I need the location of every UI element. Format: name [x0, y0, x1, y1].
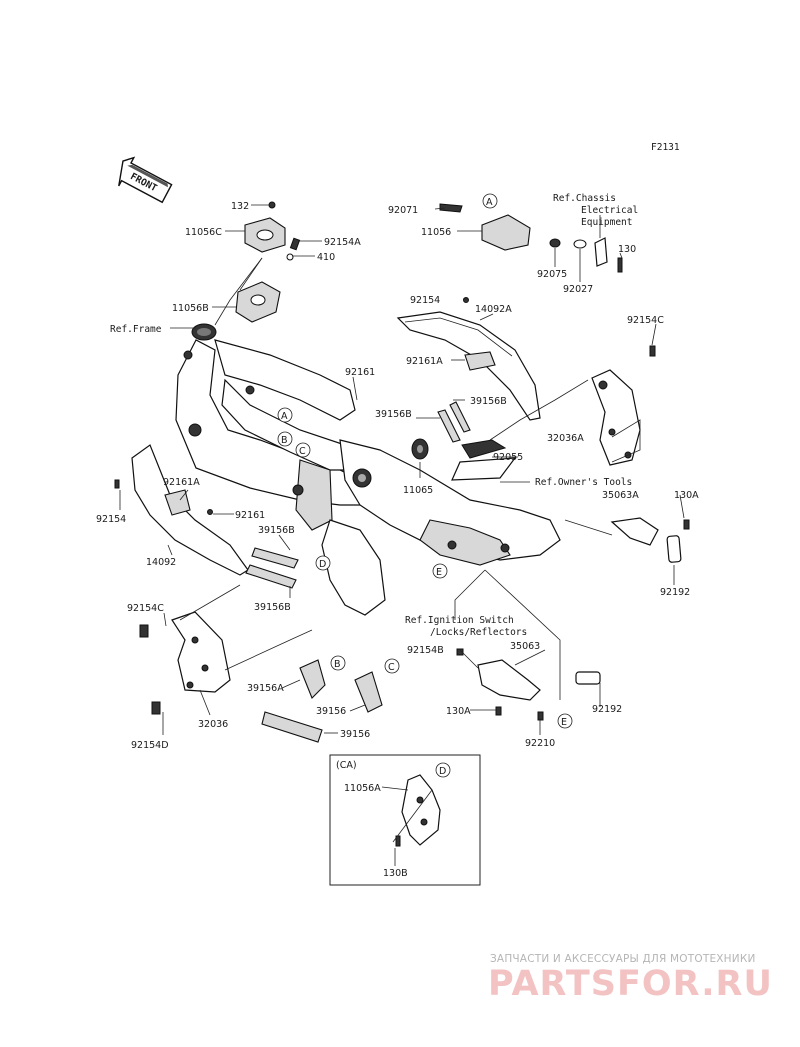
label-130b: 130B — [383, 868, 408, 879]
label-92161a-left: 92161A — [163, 477, 200, 488]
svg-text:B: B — [334, 659, 341, 670]
label-92192-right: 92192 — [660, 587, 690, 598]
figure-code: F2131 — [651, 142, 680, 153]
label-11056b: 11056B — [172, 303, 209, 314]
strips-39156b-left — [245, 547, 299, 589]
label-11065: 11065 — [403, 485, 433, 496]
callout-a-top: A — [482, 193, 498, 209]
callout-e-frame: E — [432, 563, 448, 579]
label-92154-top: 92154 — [410, 295, 440, 306]
label-130a-bottom: 130A — [446, 706, 471, 717]
label-32036a: 32036A — [547, 433, 584, 444]
callout-c-frame: C — [295, 442, 311, 458]
label-132: 132 — [231, 201, 249, 212]
footrest-35063a — [610, 517, 690, 563]
watermark-logo: PARTSFOR.RU — [488, 964, 773, 1004]
label-39156a: 39156A — [247, 683, 284, 694]
bracket-11056 — [439, 203, 623, 273]
label-ref-frame: Ref.Frame — [110, 324, 162, 335]
label-11056a: 11056A — [344, 783, 381, 794]
label-130: 130 — [618, 244, 636, 255]
label-92210: 92210 — [525, 738, 555, 749]
callout-e-footrest: E — [557, 713, 573, 729]
callout-d-frame: D — [315, 555, 331, 571]
label-11056c: 11056C — [185, 227, 222, 238]
front-arrow-icon: FRONT — [118, 156, 173, 204]
main-frame — [175, 323, 561, 616]
label-35063: 35063 — [510, 641, 540, 652]
label-14092a: 14092A — [475, 304, 512, 315]
label-92154-left: 92154 — [96, 514, 126, 525]
svg-text:D: D — [319, 559, 326, 570]
label-92055: 92055 — [493, 452, 523, 463]
label-35063a: 35063A — [602, 490, 639, 501]
bracket-32036 — [139, 611, 231, 715]
callout-b-frame: B — [277, 431, 293, 447]
svg-text:E: E — [561, 717, 567, 728]
watermark-tagline: ЗАПЧАСТИ И АКСЕССУАРЫ ДЛЯ МОТОТЕХНИКИ — [490, 953, 756, 965]
svg-text:A: A — [281, 411, 288, 422]
callout-c-strip: C — [384, 658, 400, 674]
bracket-11056b — [235, 237, 301, 323]
label-39156-b: 39156 — [340, 729, 370, 740]
label-92154d: 92154D — [131, 740, 169, 751]
label-92027: 92027 — [563, 284, 593, 295]
label-92154b: 92154B — [407, 645, 444, 656]
label-92154c-right: 92154C — [627, 315, 664, 326]
callout-d-inset: D — [435, 762, 451, 778]
label-ref-chassis-2: Electrical — [581, 205, 638, 216]
svg-text:B: B — [281, 435, 288, 446]
label-92154c-left: 92154C — [127, 603, 164, 614]
callout-b-strip: B — [330, 655, 346, 671]
label-14092: 14092 — [146, 557, 176, 568]
ca-inset — [329, 754, 481, 886]
side-cover-14092a — [396, 297, 541, 421]
label-11056: 11056 — [421, 227, 451, 238]
label-92071: 92071 — [388, 205, 418, 216]
svg-text:E: E — [436, 567, 442, 578]
label-39156b-d: 39156B — [254, 602, 291, 613]
svg-text:A: A — [486, 197, 493, 208]
footrest-35063 — [456, 648, 601, 721]
svg-text:D: D — [439, 766, 446, 777]
label-39156b-a: 39156B — [470, 396, 507, 407]
label-ref-chassis-1: Ref.Chassis — [553, 193, 616, 204]
label-ca: (CA) — [336, 760, 357, 771]
label-32036: 32036 — [198, 719, 228, 730]
label-ref-chassis-3: Equipment — [581, 217, 632, 228]
label-92192-bottom: 92192 — [592, 704, 622, 715]
label-92161-left: 92161 — [235, 510, 265, 521]
label-ref-ignition-2: /Locks/Reflectors — [430, 627, 527, 638]
part-labels: 132 11056C 92154A 410 11056B Ref.Frame 9… — [96, 193, 699, 879]
label-92154a: 92154A — [324, 237, 361, 248]
bracket-11056c — [244, 201, 286, 253]
svg-text:C: C — [299, 446, 306, 457]
label-39156b-b: 39156B — [375, 409, 412, 420]
label-39156b-c: 39156B — [258, 525, 295, 536]
label-92161a-top: 92161A — [406, 356, 443, 367]
callout-circles: A A B C D E B C E D — [277, 193, 573, 778]
label-130a-right: 130A — [674, 490, 699, 501]
label-92075: 92075 — [537, 269, 567, 280]
label-92161-mid: 92161 — [345, 367, 375, 378]
callout-a-frame: A — [277, 407, 293, 423]
bracket-32036a — [591, 345, 656, 466]
strips-39156-lower — [261, 659, 383, 743]
strips-39156b-mid — [437, 401, 471, 443]
svg-text:C: C — [388, 662, 395, 673]
tools-tray-92055 — [451, 439, 517, 481]
label-39156: 39156 — [316, 706, 346, 717]
leader-lines — [119, 204, 685, 866]
label-410: 410 — [317, 252, 335, 263]
label-ref-tools: Ref.Owner's Tools — [535, 477, 632, 488]
label-ref-ignition-1: Ref.Ignition Switch — [405, 615, 514, 626]
